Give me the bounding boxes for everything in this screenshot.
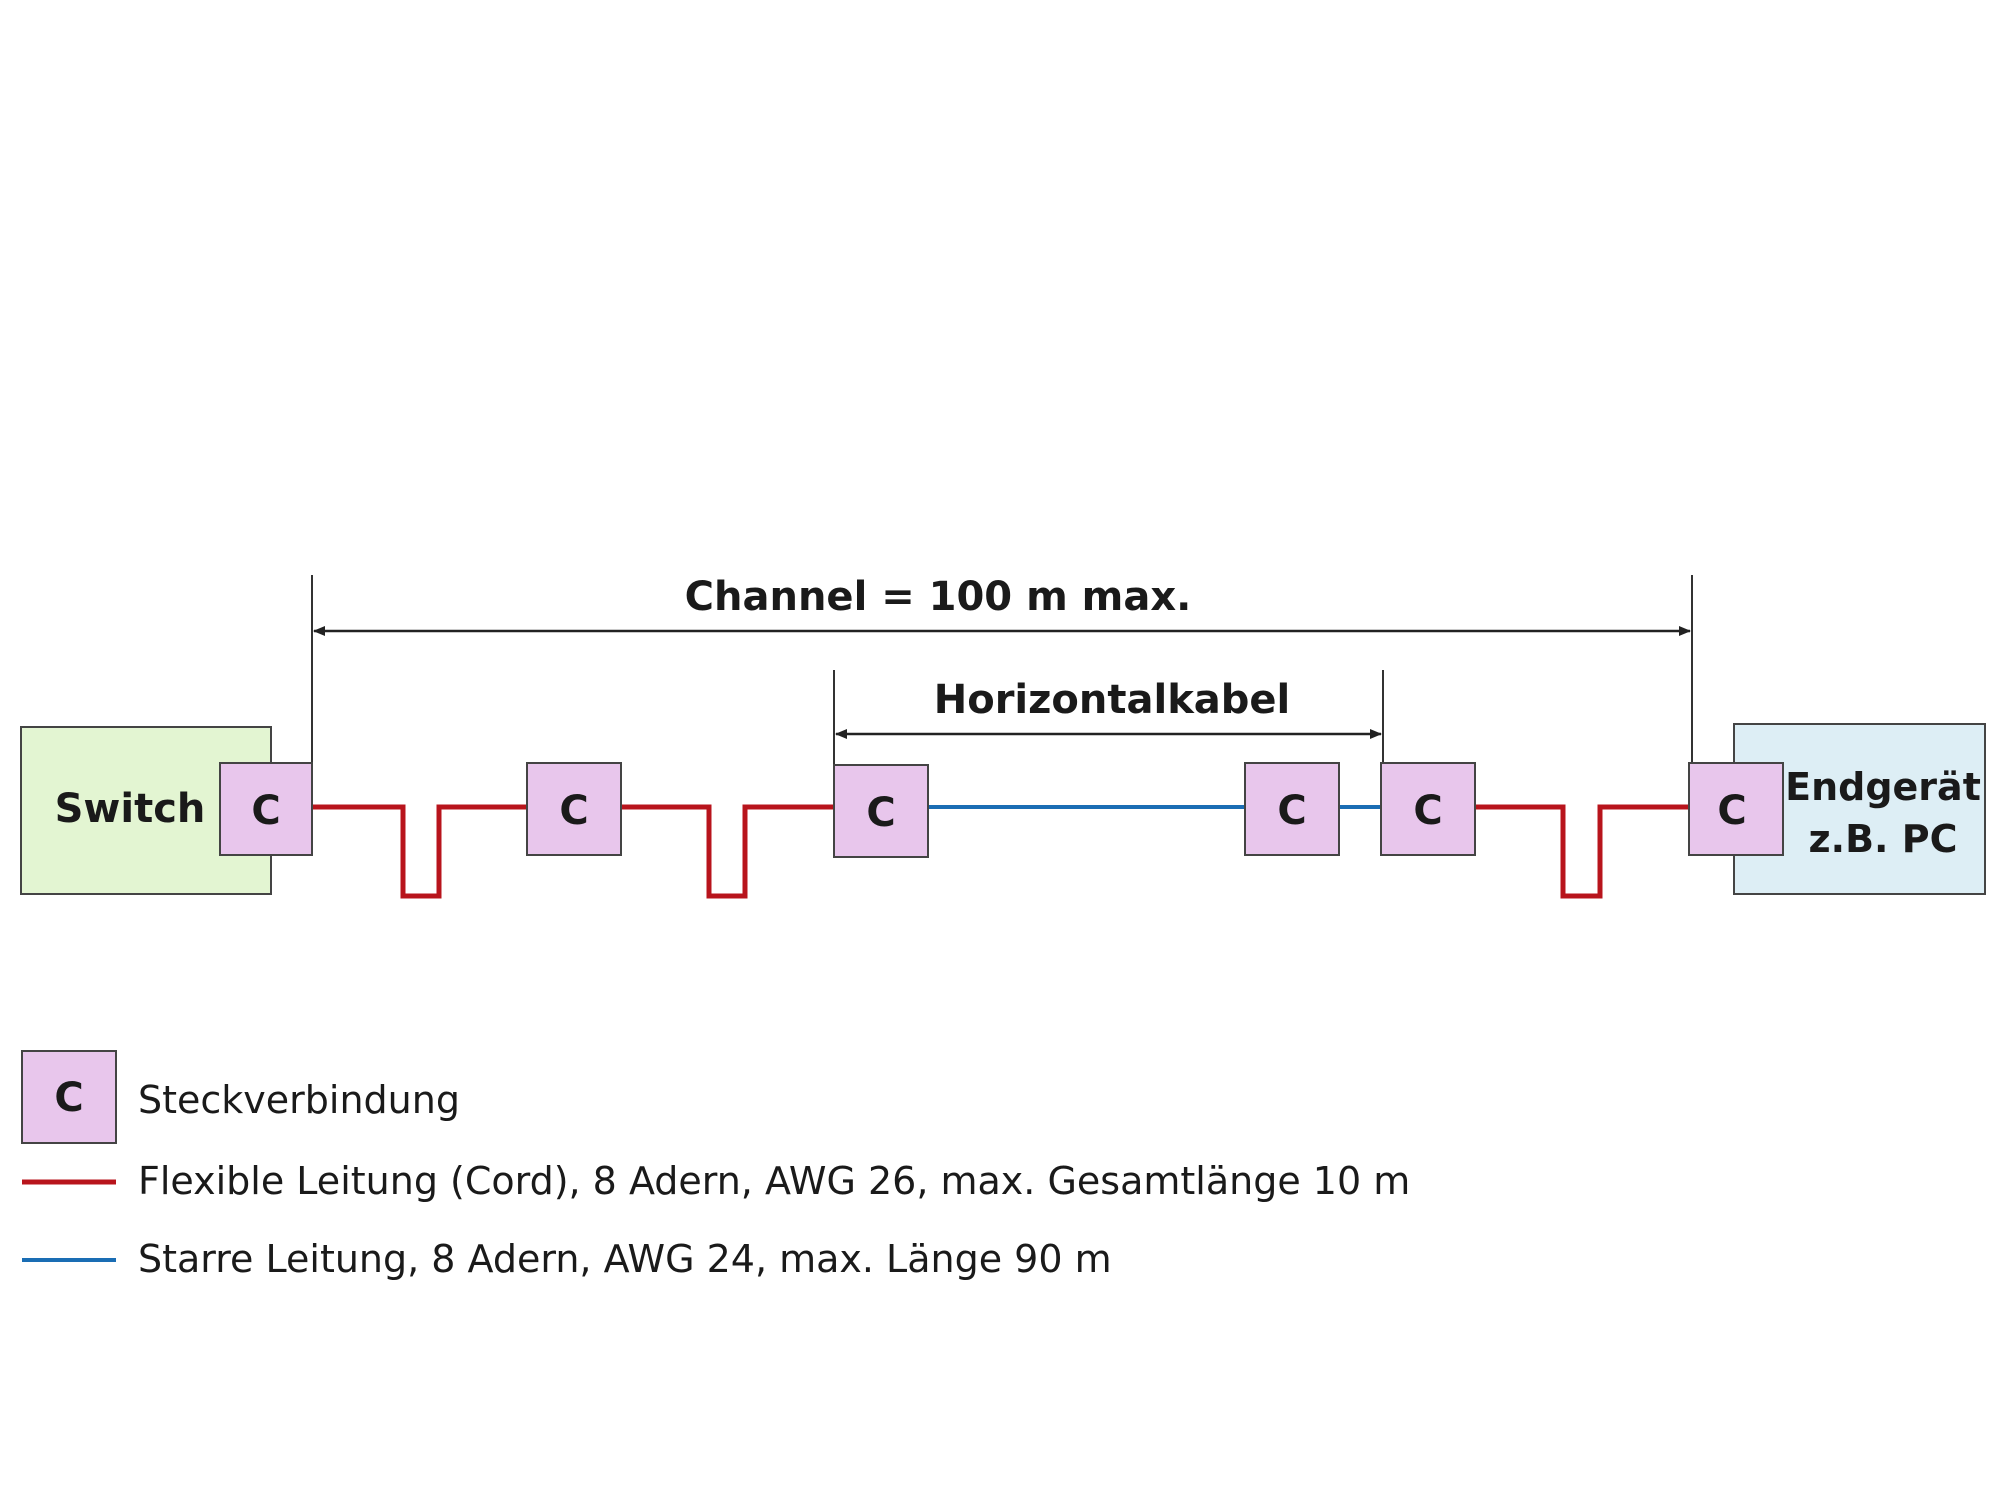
- channel-label: Channel = 100 m max.: [685, 574, 1192, 620]
- connector-3: C: [833, 764, 929, 858]
- connector-2: C: [526, 762, 622, 856]
- connector-label: C: [866, 790, 895, 836]
- flexible-cord-1: [312, 804, 527, 899]
- legend-flexible-text: Flexible Leitung (Cord), 8 Adern, AWG 26…: [138, 1159, 1410, 1203]
- connector-label: C: [1717, 788, 1746, 834]
- switch-label: Switch: [55, 786, 206, 832]
- connector-6: C: [1688, 762, 1784, 856]
- legend: C Steckverbindung Flexible Leitung (Cord…: [21, 1050, 1410, 1281]
- horizontal-cable-label: Horizontalkabel: [934, 677, 1291, 723]
- connector-label: C: [1277, 788, 1306, 834]
- flexible-cord-3: [1475, 804, 1689, 899]
- legend-connector-swatch: [21, 1050, 117, 1144]
- legend-connector-letter: C: [54, 1075, 83, 1121]
- endgeraet-sublabel: z.B. PC: [1809, 817, 1958, 861]
- connector-label: C: [1413, 788, 1442, 834]
- flexible-cord-2: [621, 804, 834, 899]
- connector-5: C: [1380, 762, 1476, 856]
- connector-label: C: [251, 788, 280, 834]
- connector-4: C: [1244, 762, 1340, 856]
- connector-1: C: [219, 762, 313, 856]
- connector-label: C: [559, 788, 588, 834]
- legend-rigid-text: Starre Leitung, 8 Adern, AWG 24, max. Lä…: [138, 1237, 1112, 1281]
- legend-connector-text: Steckverbindung: [138, 1078, 460, 1122]
- endgeraet-label: Endgerät: [1785, 765, 1981, 809]
